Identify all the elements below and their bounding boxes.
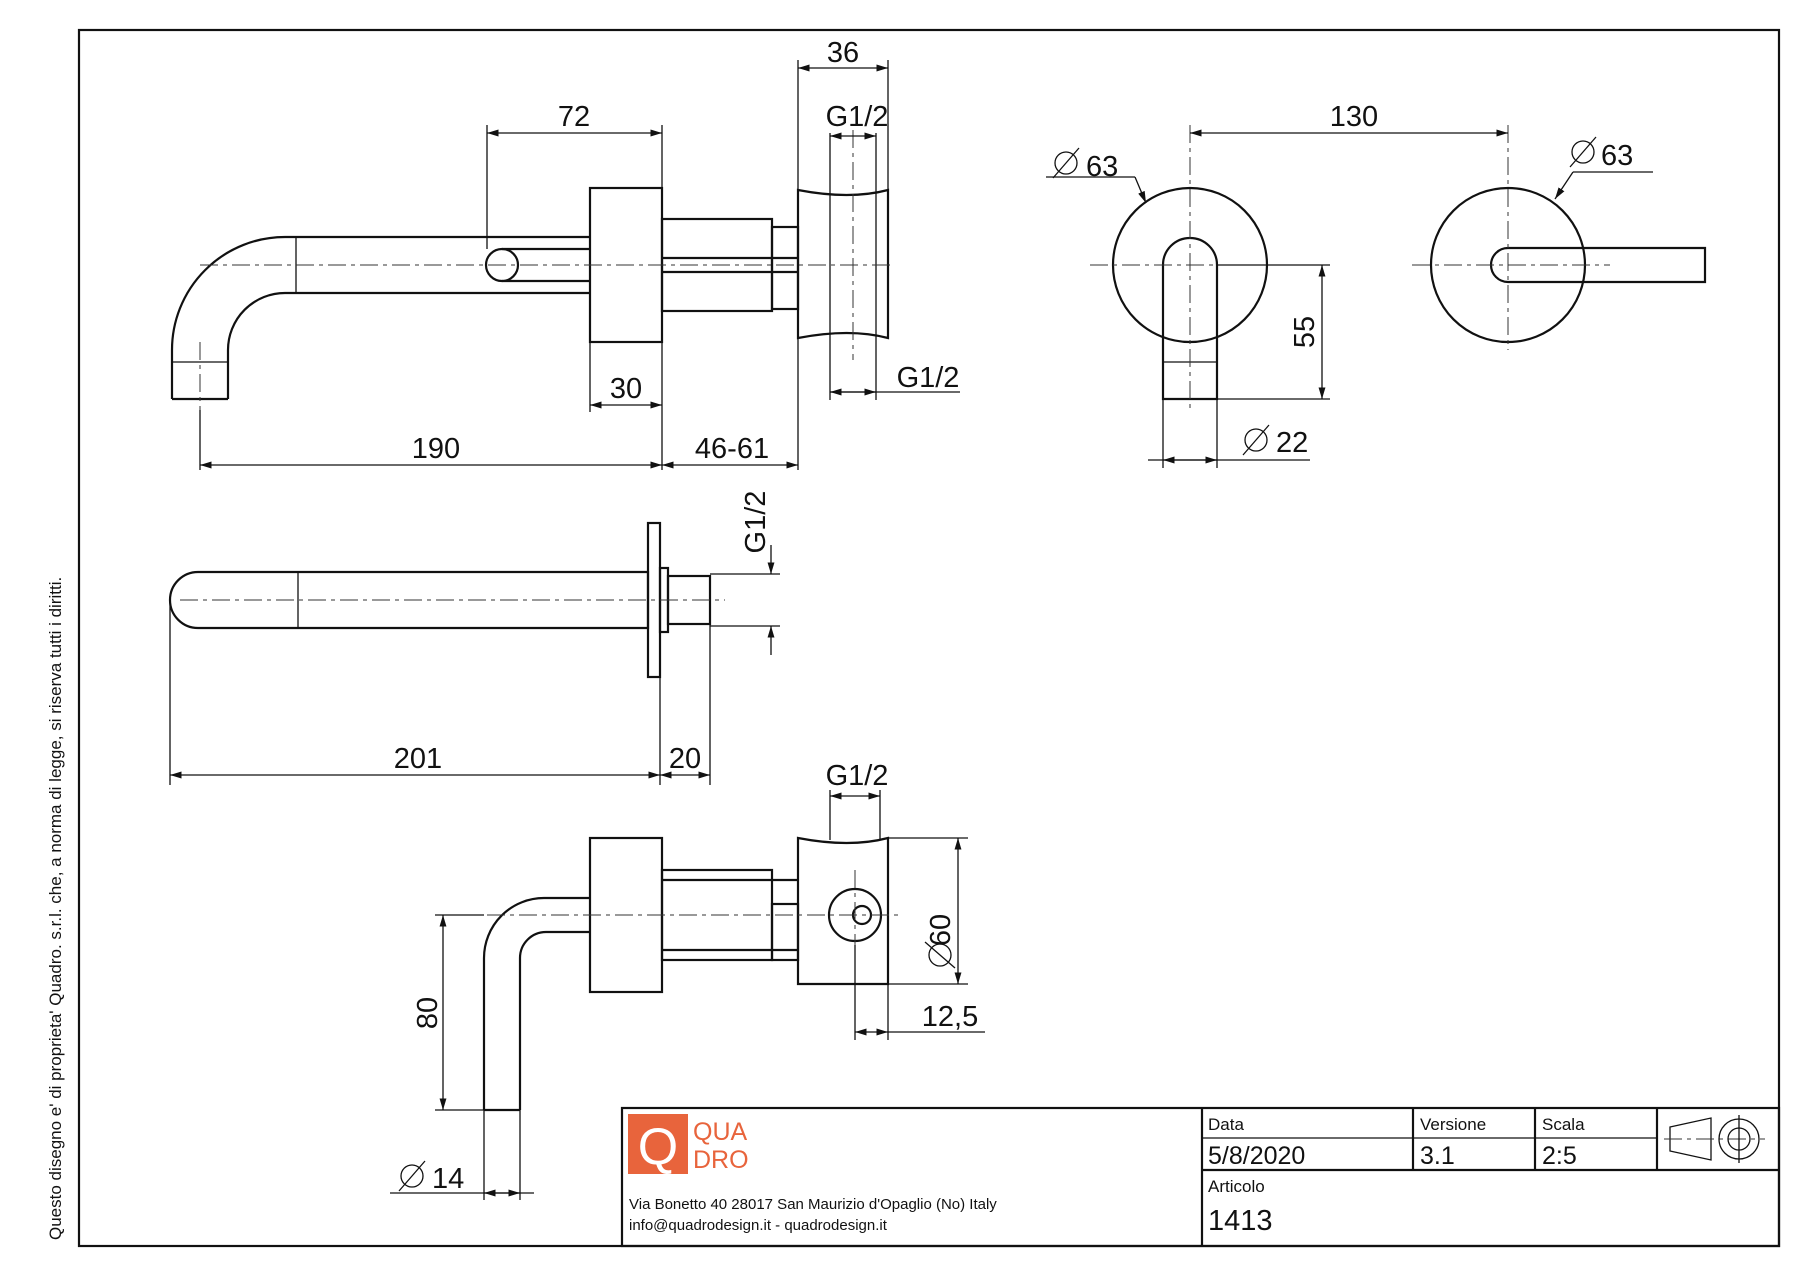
quadro-logo: Q QUA DRO — [628, 1114, 749, 1176]
bottom-view: G1/2 60 12,5 80 14 — [390, 760, 985, 1200]
front-view: 130 63 63 55 22 — [1046, 101, 1707, 468]
third-angle-projection-icon — [1664, 1115, 1765, 1163]
top-view: G1/2 201 20 — [168, 491, 780, 785]
dim-20: 20 — [669, 743, 701, 775]
contact-line: info@quadrodesign.it - quadrodesign.it — [629, 1217, 888, 1234]
logo-text-line1: QUA — [693, 1118, 748, 1146]
title-block: Q QUA DRO Via Bonetto 40 28017 San Mauri… — [620, 1106, 1781, 1248]
dim-30: 30 — [610, 373, 642, 405]
versione-value: 3.1 — [1420, 1142, 1455, 1170]
dim-12-5: 12,5 — [922, 1001, 978, 1033]
data-value: 5/8/2020 — [1208, 1142, 1305, 1170]
dim-dia22: 22 — [1276, 427, 1308, 459]
address-line: Via Bonetto 40 28017 San Maurizio d'Opag… — [629, 1196, 997, 1213]
dim-72: 72 — [558, 101, 590, 133]
scala-value: 2:5 — [1542, 1142, 1577, 1170]
dim-36: 36 — [827, 37, 859, 69]
dim-dia14: 14 — [432, 1163, 464, 1195]
drawing-frame — [77, 28, 1781, 1248]
versione-label: Versione — [1420, 1115, 1486, 1134]
dim-46-61: 46-61 — [695, 433, 769, 465]
copyright-note: Questo disegno e' di proprieta' Quadro. … — [46, 577, 65, 1240]
logo-letter: Q — [638, 1118, 678, 1176]
dim-dia63-right: 63 — [1601, 140, 1633, 172]
scala-label: Scala — [1542, 1115, 1585, 1134]
dim-130: 130 — [1330, 101, 1378, 133]
dim-g12-right: G1/2 — [897, 362, 960, 394]
dim-g12-top-view: G1/2 — [740, 491, 772, 554]
data-label: Data — [1208, 1115, 1244, 1134]
dim-55: 55 — [1289, 316, 1321, 348]
dim-190: 190 — [412, 433, 460, 465]
articolo-value: 1413 — [1208, 1205, 1273, 1237]
dim-80: 80 — [412, 997, 444, 1029]
dim-g12-top: G1/2 — [826, 101, 889, 133]
dim-201: 201 — [394, 743, 442, 775]
dim-g12-bottom: G1/2 — [826, 760, 889, 792]
dim-dia63-left: 63 — [1086, 151, 1118, 183]
dim-dia60: 60 — [925, 914, 957, 946]
side-view: 36 72 G1/2 G1/2 30 190 46-61 — [170, 37, 960, 470]
articolo-label: Articolo — [1208, 1177, 1265, 1196]
logo-text-line2: DRO — [693, 1146, 749, 1174]
